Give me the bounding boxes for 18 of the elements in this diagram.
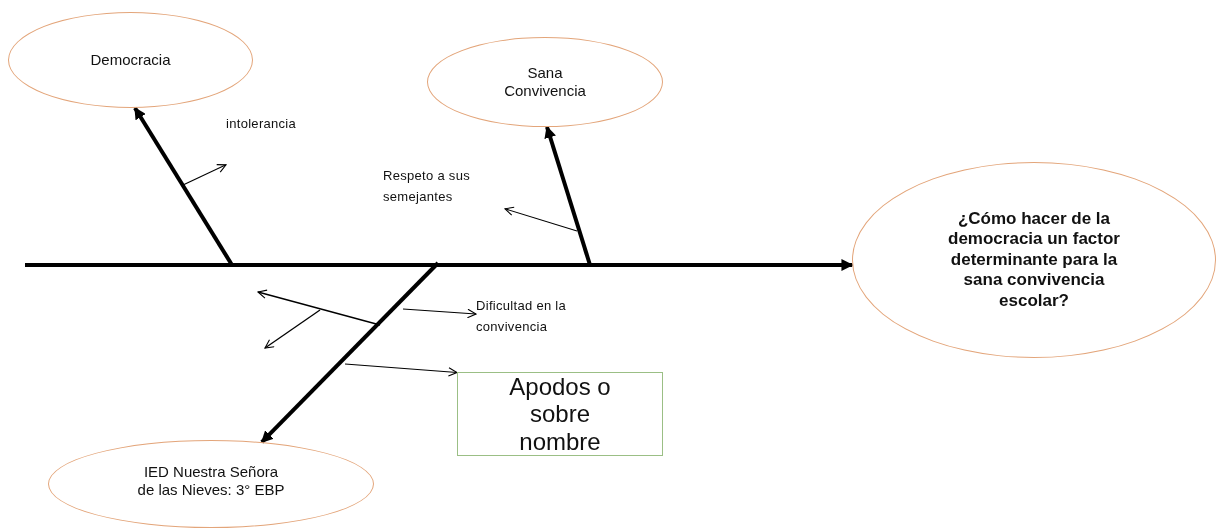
- node-label: Democracia: [90, 51, 171, 69]
- arrow: [504, 206, 578, 232]
- ellipse-node: [852, 162, 1216, 358]
- node-label: Dificultad en la convivencia: [476, 297, 568, 336]
- text-box: [457, 372, 663, 456]
- node-label: ¿Cómo hacer de la democracia un factor determinante para la sana convivencia escolar?: [947, 209, 1121, 311]
- arrow: [25, 259, 854, 271]
- node-label: Apodos o sobre nombre: [508, 372, 612, 456]
- arrow: [260, 261, 440, 444]
- node-label: Respeto a sus semejantes: [383, 167, 471, 206]
- arrow: [133, 106, 234, 267]
- node-label: IED Nuestra Señora de las Nieves: 3° EBP: [137, 463, 285, 499]
- node-label: Sana Convivencia: [503, 64, 587, 100]
- arrow: [544, 125, 592, 266]
- arrow: [182, 164, 227, 186]
- node-label: intolerancia: [226, 115, 297, 133]
- arrow: [344, 363, 458, 377]
- arrow: [402, 308, 477, 319]
